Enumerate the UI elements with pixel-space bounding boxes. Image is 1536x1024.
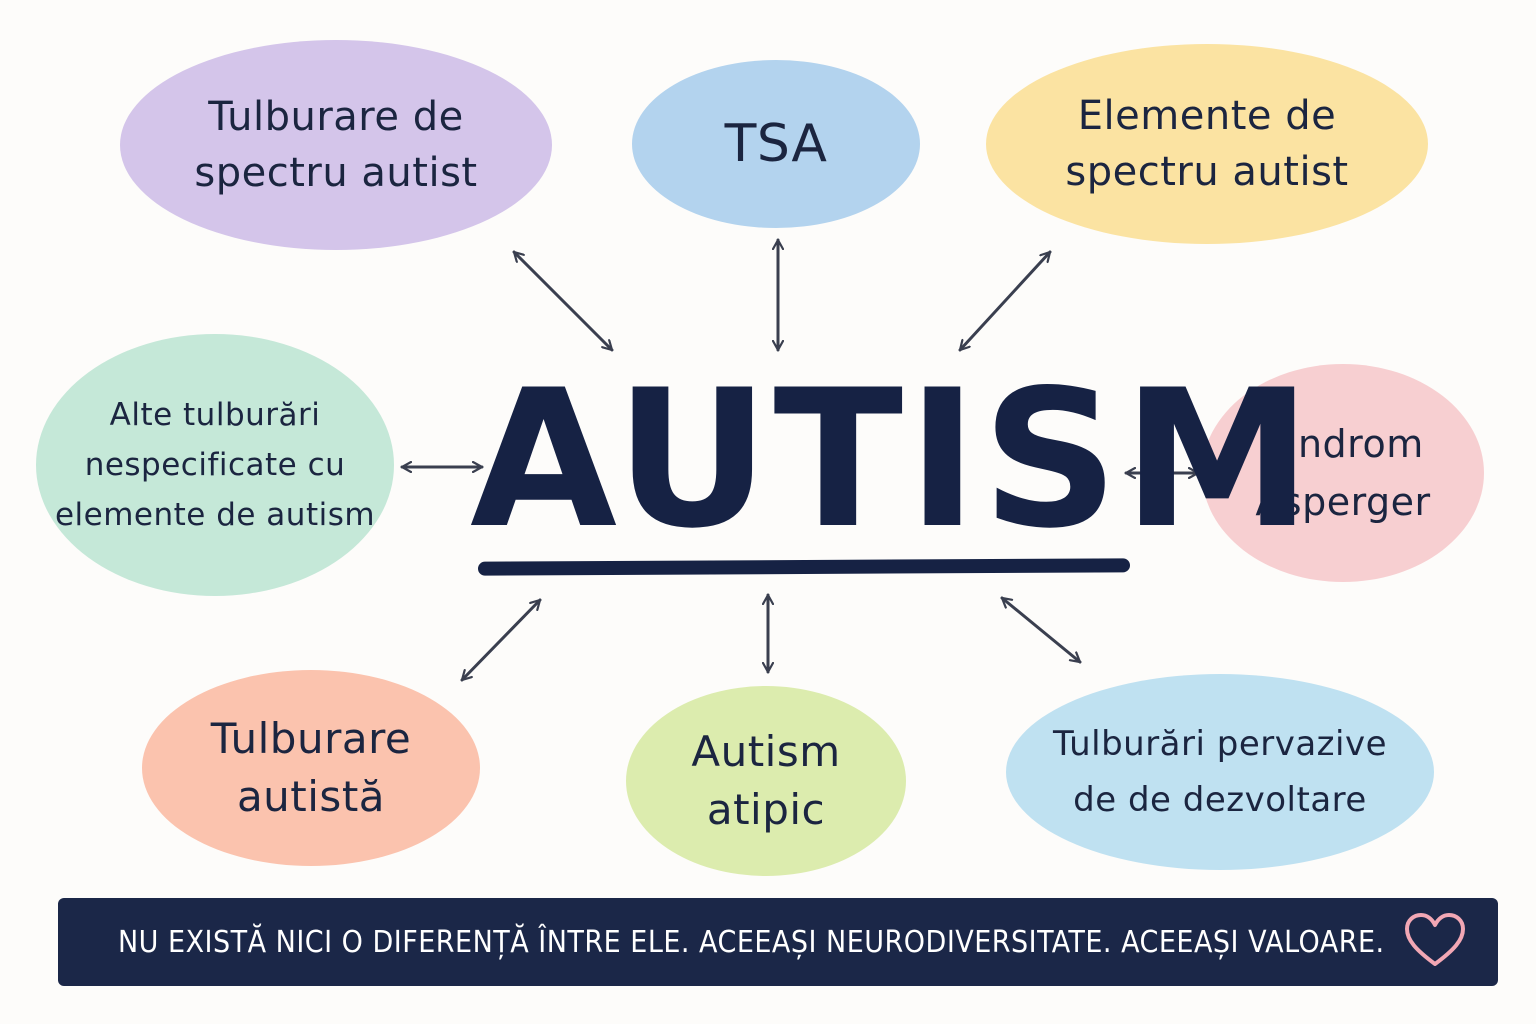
node-label: Elemente de spectru autist <box>1065 93 1349 195</box>
arrow-top-left <box>512 250 614 352</box>
node-label: Sindrom Asperger <box>1255 422 1431 524</box>
node-label: Alte tulburări nespecificate cu elemente… <box>54 397 376 533</box>
node-bottom-right: Tulburări pervazive de de dezvoltare <box>1006 674 1434 870</box>
node-middle-left: Alte tulburări nespecificate cu elemente… <box>36 334 394 596</box>
arrow-bottom-left <box>460 598 542 682</box>
node-bottom-center: Autism atipic <box>626 686 906 876</box>
node-top-right: Elemente de spectru autist <box>986 44 1428 244</box>
node-label: TSA <box>724 114 828 174</box>
title-underline <box>477 558 1131 576</box>
heart-icon <box>1405 913 1465 966</box>
banner-text: NU EXISTĂ NICI O DIFERENȚĂ ÎNTRE ELE. AC… <box>118 924 1385 960</box>
node-middle-right: Sindrom Asperger <box>1202 364 1484 582</box>
arrow-top-right <box>958 250 1052 352</box>
node-label: Tulburări pervazive de de dezvoltare <box>1052 724 1388 820</box>
node-top-left: Tulburare de spectru autist <box>120 40 552 250</box>
arrow-bottom-right <box>1000 596 1082 664</box>
node-bottom-left: Tulburare autistă <box>142 670 480 866</box>
main-title: AUTISM <box>470 349 1316 570</box>
node-label: Tulburare de spectru autist <box>194 94 478 196</box>
message-banner: NU EXISTĂ NICI O DIFERENȚĂ ÎNTRE ELE. AC… <box>58 898 1498 986</box>
node-top-center: TSA <box>632 60 920 228</box>
node-label: Autism atipic <box>691 727 841 834</box>
node-label: Tulburare autistă <box>210 714 412 821</box>
